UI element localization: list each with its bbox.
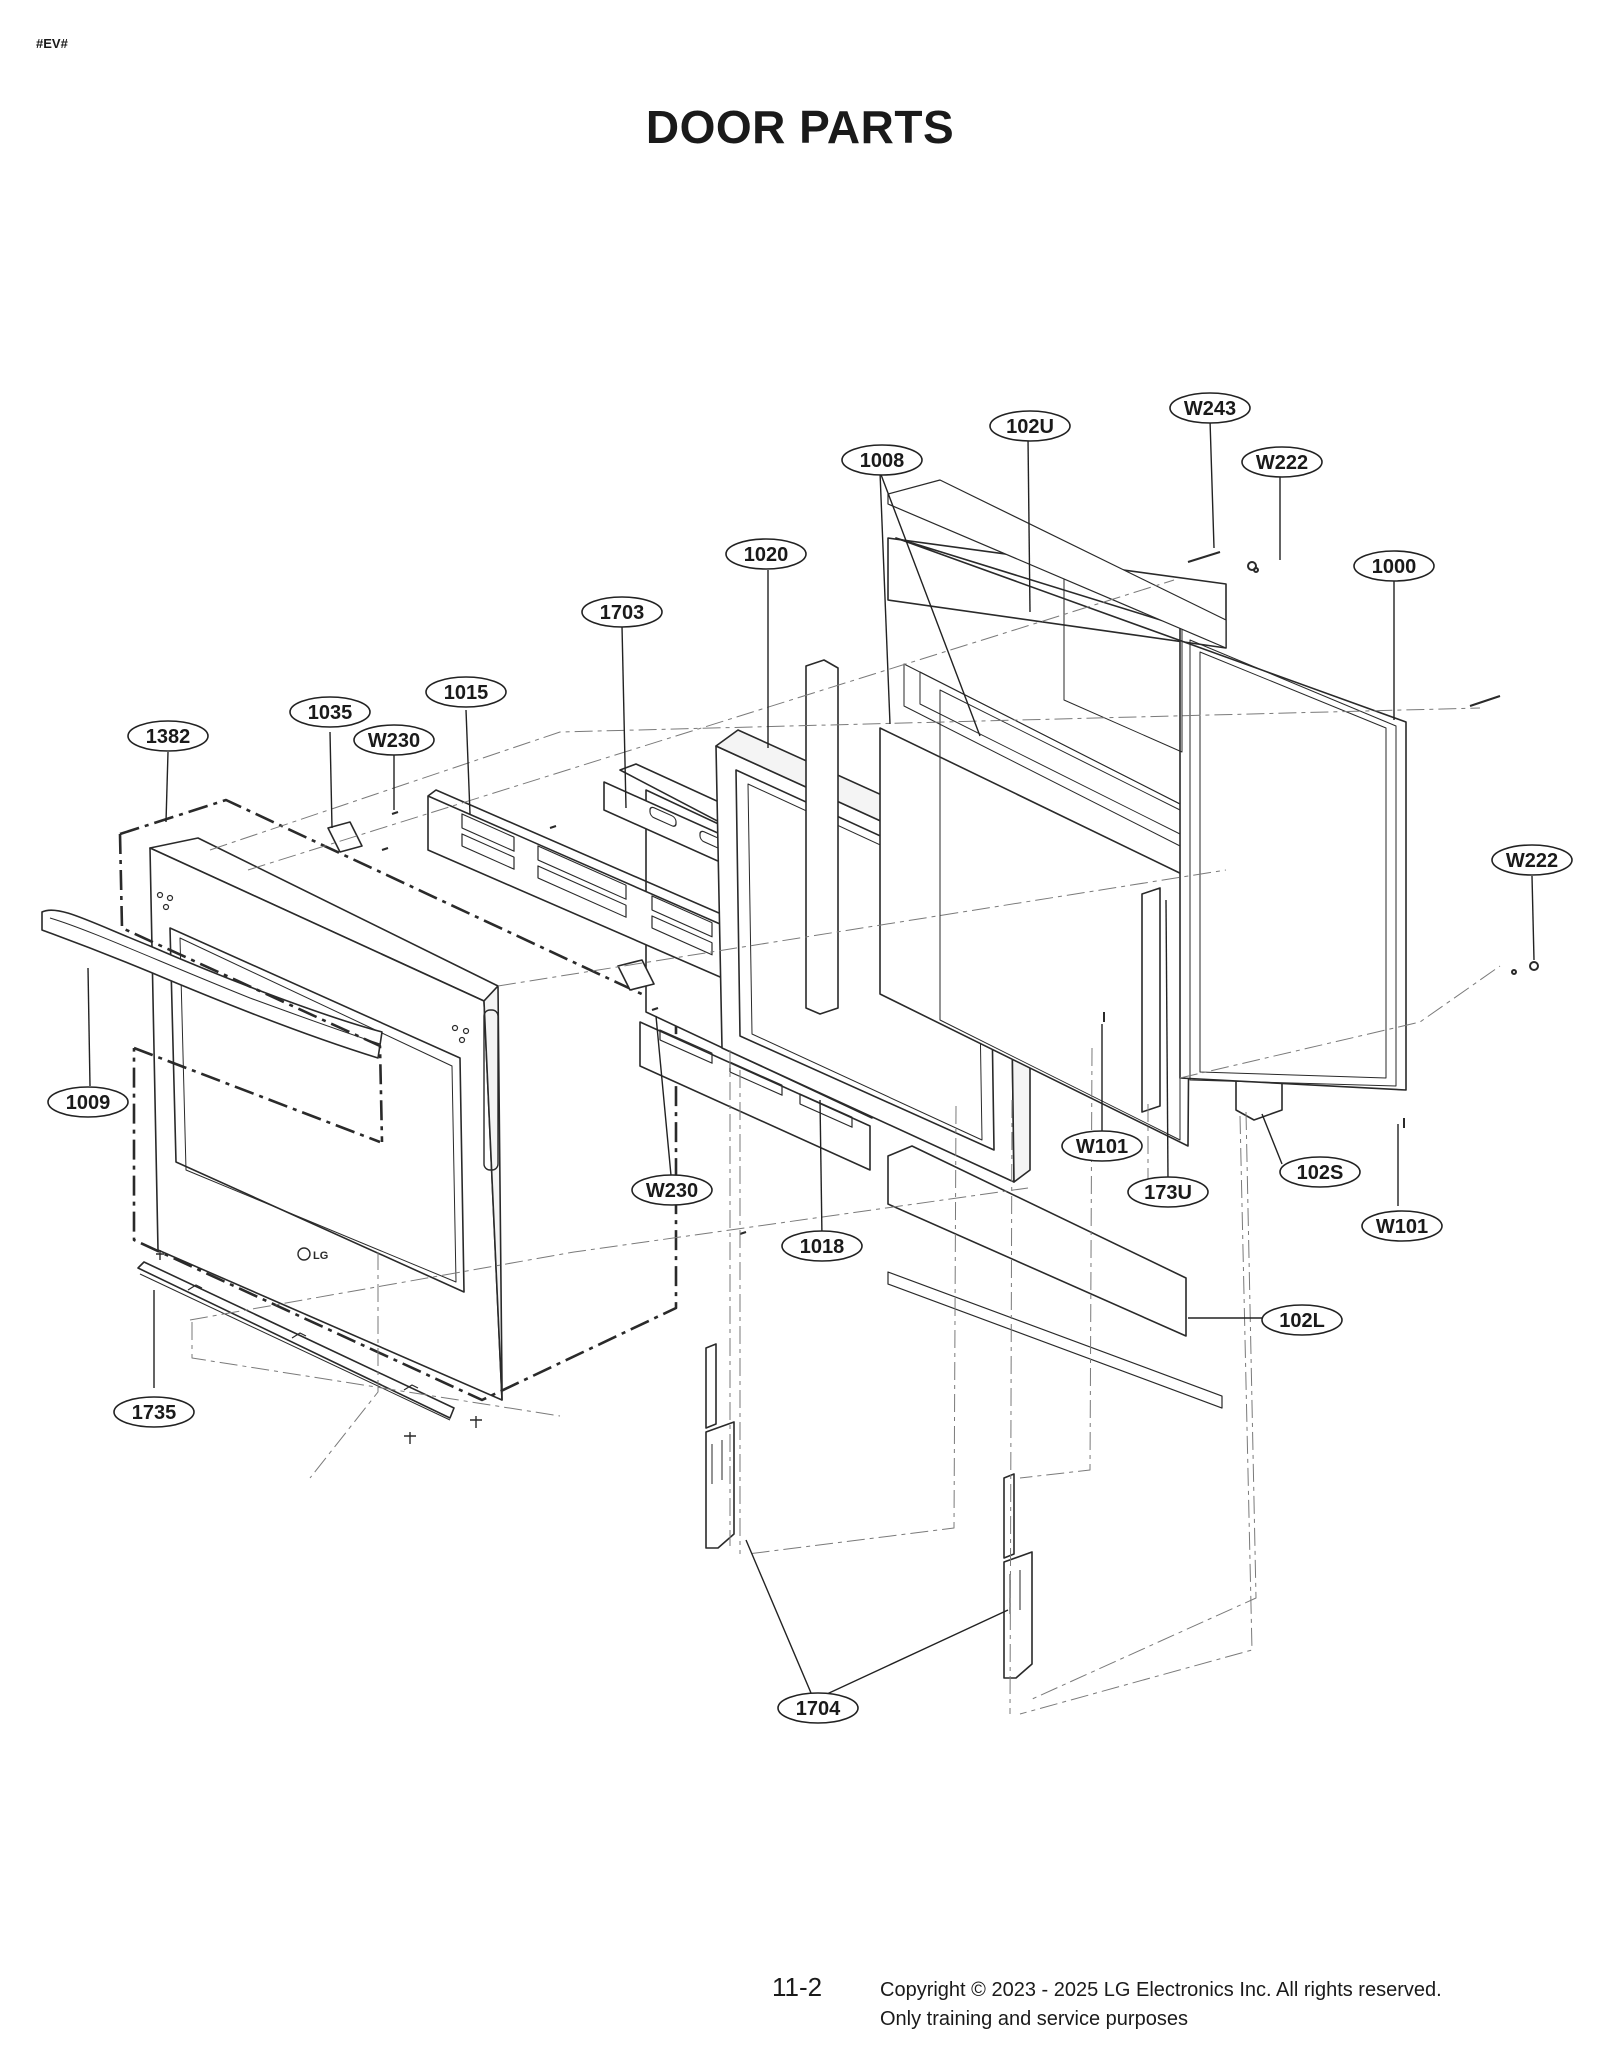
- svg-text:1035: 1035: [308, 702, 353, 724]
- door-hinge: [705, 1343, 1033, 1679]
- svg-text:1703: 1703: [600, 602, 645, 624]
- callout-W230-mid: W230: [631, 1174, 713, 1206]
- callout-W222-right: W222: [1491, 844, 1573, 876]
- screw: [381, 551, 1539, 1235]
- door-handle: [41, 909, 383, 1059]
- svg-text:1000: 1000: [1372, 556, 1417, 578]
- callout-1018: 1018: [781, 1230, 863, 1262]
- callout-102L: 102L: [1261, 1304, 1343, 1336]
- door-frame-1015: [427, 789, 871, 1171]
- document-code: #EV#: [36, 36, 68, 51]
- callout-W243: W243: [1169, 392, 1251, 424]
- svg-text:W222: W222: [1256, 452, 1308, 474]
- callout-W101-right: W101: [1361, 1210, 1443, 1242]
- leader-lines: [87, 419, 1535, 1701]
- outer-door-panel: LG: [149, 837, 503, 1401]
- svg-text:W230: W230: [368, 730, 420, 752]
- callout-1020: 1020: [725, 538, 807, 570]
- svg-text:W101: W101: [1376, 1216, 1428, 1238]
- svg-text:1020: 1020: [744, 544, 789, 566]
- page-number: 11-2: [772, 1972, 823, 2002]
- copyright-line: Copyright © 2023 - 2025 LG Electronics I…: [880, 1979, 1442, 2001]
- svg-text:1015: 1015: [444, 682, 489, 704]
- bottom-trim: [137, 1250, 482, 1444]
- callout-1000: 1000: [1353, 550, 1435, 582]
- page-title: DOOR PARTS: [645, 101, 955, 153]
- copyright-notice: Copyright © 2023 - 2025 LG Electronics I…: [880, 1976, 1442, 2034]
- callout-102U: 102U: [989, 410, 1071, 442]
- callout-102S: 102S: [1279, 1156, 1361, 1188]
- callout-1735: 1735: [113, 1396, 195, 1428]
- glass-bracket-outline: [118, 798, 678, 1402]
- callout-173U: 173U: [1127, 1176, 1209, 1208]
- svg-text:173U: 173U: [1144, 1182, 1192, 1204]
- svg-text:LG: LG: [313, 1250, 328, 1262]
- insulation-102U: [887, 479, 1227, 649]
- svg-text:1018: 1018: [800, 1236, 845, 1258]
- svg-text:1704: 1704: [796, 1698, 841, 1720]
- svg-text:102U: 102U: [1006, 416, 1054, 438]
- callout-1704: 1704: [777, 1692, 859, 1724]
- svg-text:W101: W101: [1076, 1136, 1128, 1158]
- hinge-bracket: [327, 821, 655, 991]
- svg-text:102S: 102S: [1297, 1162, 1344, 1184]
- callout-1015: 1015: [425, 676, 507, 708]
- svg-text:W222: W222: [1506, 850, 1558, 872]
- lg-logo: LG: [297, 1247, 328, 1262]
- svg-text:W230: W230: [646, 1180, 698, 1202]
- svg-text:1382: 1382: [146, 726, 191, 748]
- svg-text:1008: 1008: [860, 450, 905, 472]
- svg-text:1009: 1009: [66, 1092, 111, 1114]
- svg-text:102L: 102L: [1279, 1310, 1325, 1332]
- callout-1009: 1009: [47, 1086, 129, 1118]
- insulation-102L: [887, 1145, 1223, 1409]
- callout-W101-mid: W101: [1061, 1130, 1143, 1162]
- svg-text:1735: 1735: [132, 1402, 177, 1424]
- callout-1703: 1703: [581, 596, 663, 628]
- callout-1035: 1035: [289, 696, 371, 728]
- glass-1008: [879, 663, 1191, 1147]
- callout-1382: 1382: [127, 720, 209, 752]
- usage-notice: Only training and service purposes: [880, 2008, 1188, 2030]
- callout-1008: 1008: [841, 444, 923, 476]
- glass-173U: [1141, 887, 1161, 1113]
- svg-text:W243: W243: [1184, 398, 1236, 420]
- callout-W222-top: W222: [1241, 446, 1323, 478]
- callout-W230-top: W230: [353, 724, 435, 756]
- assembly-guide-lines: [189, 579, 1501, 1715]
